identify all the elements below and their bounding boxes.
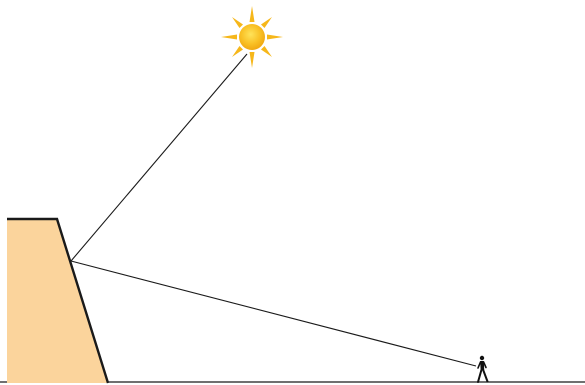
sun-icon (221, 6, 283, 68)
incident-ray (71, 54, 247, 261)
walking-person-icon (478, 356, 488, 382)
reflected-ray (71, 261, 476, 366)
cliff (7, 219, 108, 383)
sun-disc (239, 24, 265, 50)
